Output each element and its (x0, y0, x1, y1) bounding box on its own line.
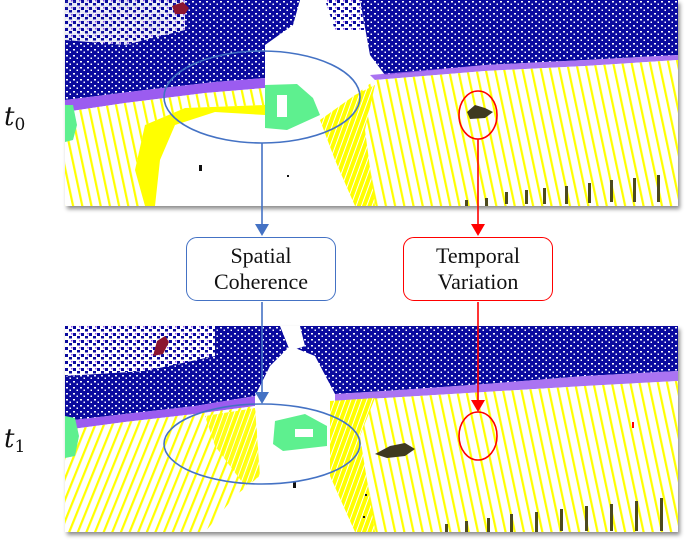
frame-label-t0: t0 (4, 104, 25, 134)
point-cloud-frame-t1 (65, 326, 678, 532)
time-var: t (4, 424, 15, 454)
point-cloud-t1 (65, 326, 678, 532)
point-cloud-t0 (65, 0, 678, 206)
time-sub: 1 (14, 437, 26, 457)
temporal-variation-box: Temporal Variation (403, 237, 553, 301)
frame-label-t1: t1 (4, 426, 25, 456)
temporal-variation-line2: Variation (437, 269, 519, 294)
time-sub: 0 (14, 115, 26, 135)
spatial-coherence-line1: Spatial (230, 243, 292, 268)
time-var: t (4, 102, 15, 132)
spatial-coherence-box: Spatial Coherence (186, 237, 336, 301)
point-cloud-frame-t0 (65, 0, 678, 206)
temporal-variation-line1: Temporal (436, 243, 520, 268)
spatial-coherence-line2: Coherence (213, 269, 309, 294)
